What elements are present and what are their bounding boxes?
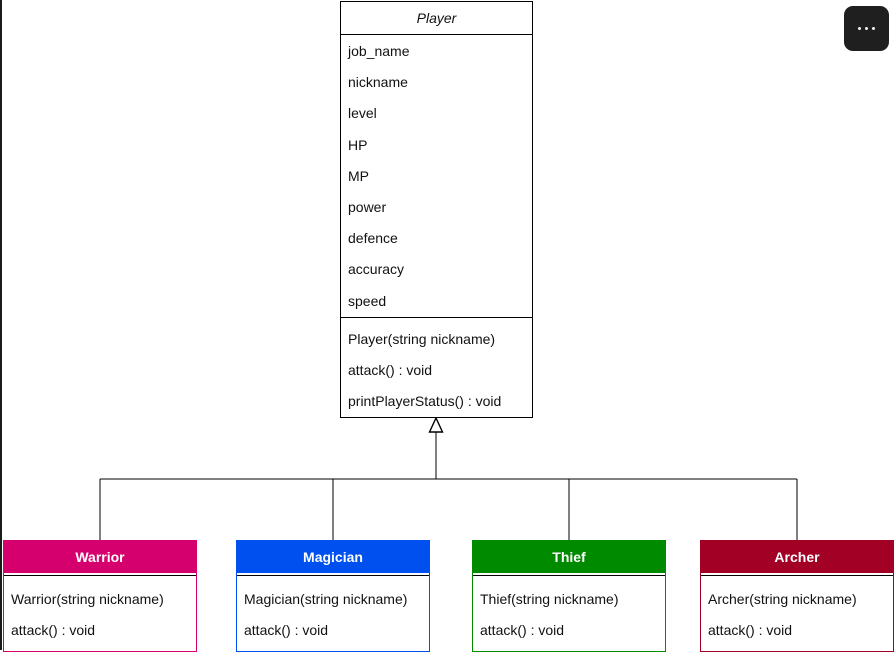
attribute-item: job_name	[348, 43, 410, 59]
class-box-warrior[interactable]: Warrior Warrior(string nickname) attack(…	[3, 540, 197, 652]
attribute-item: power	[348, 198, 387, 215]
more-horizontal-icon	[856, 27, 877, 30]
attribute-item: level	[348, 105, 377, 122]
operation-item: Archer(string nickname)	[708, 591, 857, 607]
class-box-magician[interactable]: Magician Magician(string nickname) attac…	[236, 540, 430, 652]
operation-list: Archer(string nickname) attack() : void	[701, 576, 893, 646]
class-name-player: Player	[341, 2, 532, 35]
operation-item: Warrior(string nickname)	[11, 591, 164, 607]
operation-list: Warrior(string nickname) attack() : void	[4, 576, 196, 646]
class-box-thief[interactable]: Thief Thief(string nickname) attack() : …	[472, 540, 666, 652]
operation-item: attack() : void	[244, 622, 329, 638]
attribute-item: speed	[348, 292, 387, 309]
attribute-item: nickname	[348, 74, 408, 91]
divider	[701, 573, 893, 576]
operation-list: Player(string nickname) attack() : void …	[341, 316, 532, 418]
class-box-player[interactable]: Player job_name nickname level HP MP pow…	[340, 1, 533, 418]
class-name-archer: Archer	[701, 541, 893, 573]
class-box-archer[interactable]: Archer Archer(string nickname) attack() …	[700, 540, 894, 652]
attribute-list: job_name nickname level HP MP power defe…	[341, 35, 532, 317]
operation-item: attack() : void	[480, 622, 565, 638]
class-name-warrior: Warrior	[4, 541, 196, 573]
class-name-magician: Magician	[237, 541, 429, 573]
operation-item: Player(string nickname)	[348, 330, 496, 347]
attribute-item: accuracy	[348, 261, 405, 278]
divider	[473, 573, 665, 576]
operation-list: Thief(string nickname) attack() : void	[473, 576, 665, 646]
class-name-thief: Thief	[473, 541, 665, 573]
operation-item: attack() : void	[708, 622, 793, 638]
attribute-item: HP	[348, 136, 368, 153]
operation-item: attack() : void	[11, 622, 96, 638]
operation-item: Thief(string nickname)	[480, 591, 619, 607]
attribute-item: MP	[348, 167, 369, 184]
operation-item: attack() : void	[348, 361, 433, 378]
divider	[4, 573, 196, 576]
attribute-item: defence	[348, 230, 398, 247]
operation-list: Magician(string nickname) attack() : voi…	[237, 576, 429, 646]
operation-item: Magician(string nickname)	[244, 591, 408, 607]
divider	[237, 573, 429, 576]
operation-item: printPlayerStatus() : void	[348, 393, 502, 410]
generalization-arrowhead-icon	[428, 416, 444, 433]
more-options-button[interactable]	[844, 6, 889, 51]
